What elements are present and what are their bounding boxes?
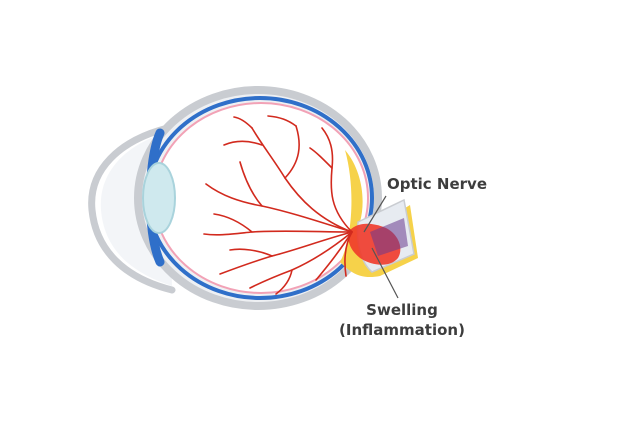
optic-nerve-label: Optic Nerve — [387, 175, 487, 193]
retinal-vessels — [203, 115, 353, 295]
optic-nerve-leader — [363, 195, 387, 233]
retina — [153, 102, 369, 294]
swelling-label-line2: (Inflammation) — [339, 321, 465, 339]
lens — [142, 162, 176, 234]
swelling-label: Swelling (Inflammation) — [322, 300, 482, 340]
swelling-leader — [371, 247, 399, 299]
swelling-label-line1: Swelling — [366, 301, 438, 319]
cornea — [88, 124, 176, 294]
nerve-core — [370, 218, 408, 256]
